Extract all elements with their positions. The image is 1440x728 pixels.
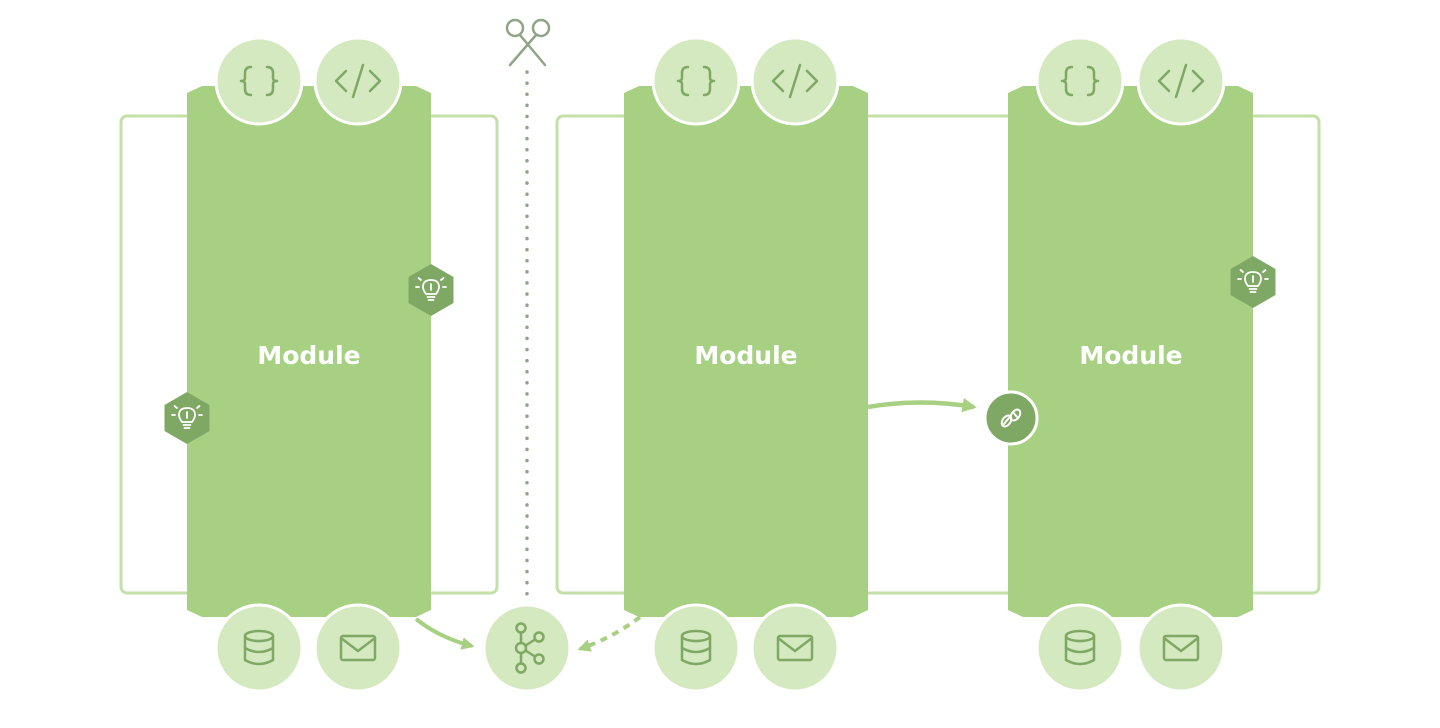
database-icon[interactable]	[651, 603, 741, 693]
json-braces-icon[interactable]	[1035, 36, 1125, 126]
event-arrow-1-to-broker	[414, 617, 475, 650]
mail-icon[interactable]	[1136, 603, 1226, 693]
message-broker-icon[interactable]	[482, 603, 572, 693]
mail-icon[interactable]	[750, 603, 840, 693]
lightbulb-icon[interactable]	[1230, 256, 1276, 308]
module-2[interactable]: Module	[624, 86, 868, 617]
call-arrow-2-to-3	[867, 398, 977, 413]
lightbulb-icon[interactable]	[164, 392, 210, 444]
context-boundary-2	[555, 114, 1321, 595]
code-tag-icon[interactable]	[313, 36, 403, 126]
json-braces-icon[interactable]	[651, 36, 741, 126]
json-braces-icon[interactable]	[214, 36, 304, 126]
mail-icon[interactable]	[313, 603, 403, 693]
module-label: Module	[1079, 341, 1182, 370]
module-label: Module	[257, 341, 360, 370]
module-3[interactable]: Module	[1008, 86, 1253, 617]
database-icon[interactable]	[1035, 603, 1125, 693]
coffee-bean-icon[interactable]	[983, 390, 1039, 446]
lightbulb-icon[interactable]	[408, 264, 454, 316]
event-arrow-2-to-broker	[577, 615, 642, 652]
code-tag-icon[interactable]	[1136, 36, 1226, 126]
scissors-icon	[505, 18, 551, 67]
module-1[interactable]: Module	[187, 86, 431, 617]
module-label: Module	[694, 341, 797, 370]
database-icon[interactable]	[214, 603, 304, 693]
code-tag-icon[interactable]	[750, 36, 840, 126]
